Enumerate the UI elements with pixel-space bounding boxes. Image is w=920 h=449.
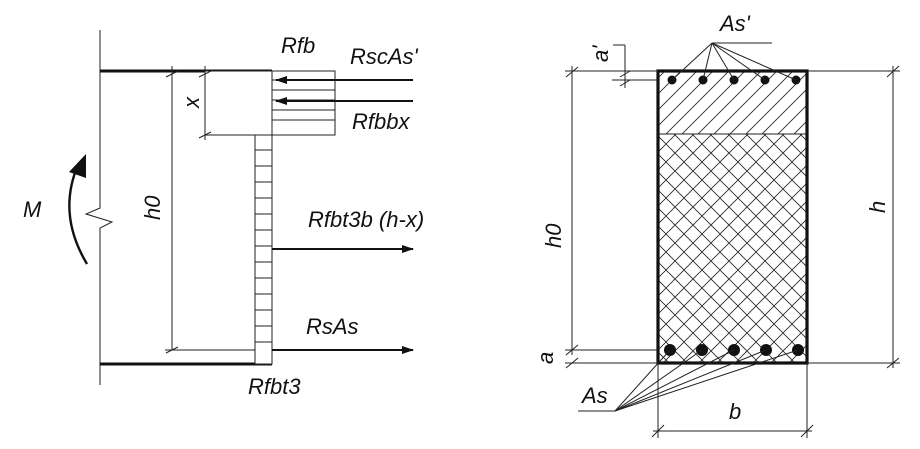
label-h0-left: h0 <box>140 195 165 220</box>
label-rfbbx: Rfbbx <box>352 109 410 134</box>
label-h0-right: h0 <box>541 223 566 248</box>
label-rsas: RsAs <box>306 314 359 339</box>
label-a-prime: a' <box>588 45 613 62</box>
tension-stress-strip <box>254 134 273 365</box>
label-a: a <box>533 352 558 364</box>
label-rsc-as: RscAs' <box>350 44 419 69</box>
left-stress-diagram: M h0 x Rfb RscAs' Rfbbx Rfbt3b (h-x) RsA… <box>23 30 424 399</box>
tension-zone-hatch <box>658 134 807 363</box>
label-rfbt3: Rfbt3 <box>248 374 301 399</box>
right-cross-section: As' a' h0 h a As b <box>533 11 900 438</box>
label-x: x <box>179 96 204 109</box>
label-b: b <box>729 399 741 424</box>
as-prime-leaders <box>671 42 797 81</box>
label-moment: M <box>23 197 42 222</box>
label-rfb: Rfb <box>281 33 315 58</box>
tension-stress-lines <box>255 149 272 343</box>
as-leaders <box>578 349 799 412</box>
label-h: h <box>865 201 890 213</box>
break-line <box>84 30 114 385</box>
label-as: As <box>580 383 608 408</box>
label-rfbt3bhx: Rfbt3b (h-x) <box>308 207 424 232</box>
label-as-prime: As' <box>718 11 751 36</box>
moment-arrow <box>68 164 89 265</box>
compression-zone <box>204 70 273 136</box>
